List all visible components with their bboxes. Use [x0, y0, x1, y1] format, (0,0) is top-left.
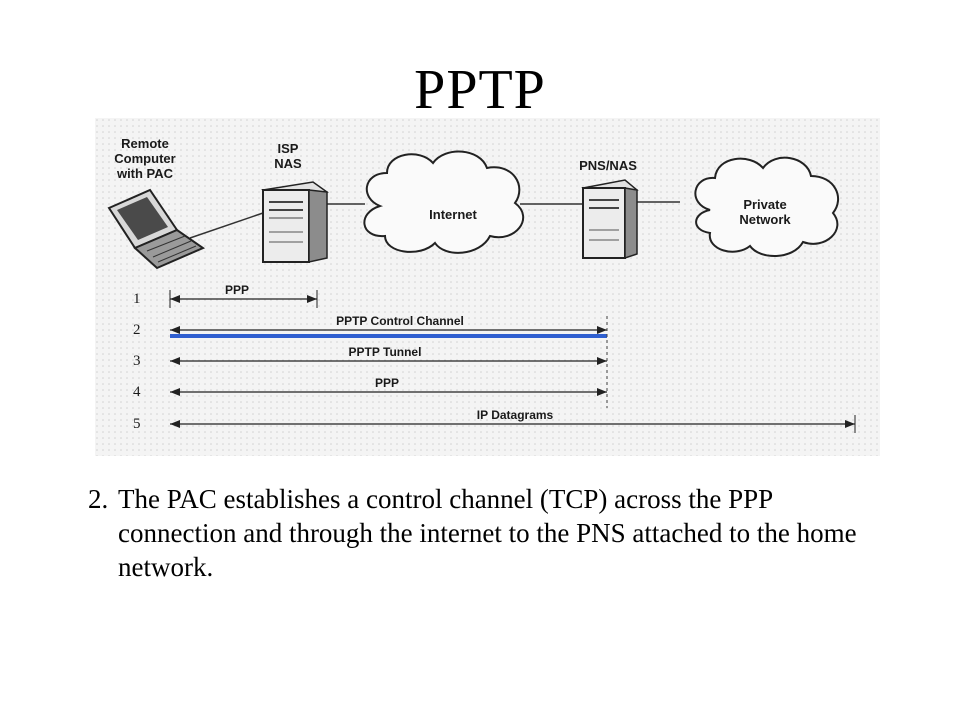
isp-label-line2: NAS: [274, 156, 302, 171]
row-1-number: 1: [133, 291, 141, 307]
row-1-arrowhead-right: [307, 295, 317, 303]
row-5-arrowhead-left: [170, 420, 180, 428]
row-3-label: PPTP Tunnel: [349, 345, 422, 359]
bullet-text: The PAC establishes a control channel (T…: [118, 484, 857, 582]
row-4-arrowhead-left: [170, 388, 180, 396]
private-label-line2: Network: [739, 212, 791, 227]
row-5-label: IP Datagrams: [477, 408, 554, 422]
row-1-arrowhead-left: [170, 295, 180, 303]
row-2-arrowhead-left: [170, 326, 180, 334]
private-network-cloud-icon: [694, 156, 839, 258]
row-3-arrowhead-right: [597, 357, 607, 365]
pptp-network-diagram: Remote Computer with PAC ISP NAS Interne…: [95, 118, 880, 456]
row-2-label: PPTP Control Channel: [336, 314, 464, 328]
row-3-arrowhead-left: [170, 357, 180, 365]
internet-cloud-icon: [363, 150, 525, 254]
row-3-number: 3: [133, 353, 141, 369]
row-5-arrowhead-right: [845, 420, 855, 428]
internet-label: Internet: [429, 207, 477, 222]
bullet-number: 2.: [88, 484, 109, 514]
row-2-arrowhead-right: [597, 326, 607, 334]
remote-label-line2: Computer: [114, 151, 175, 166]
remote-label-line1: Remote: [121, 136, 169, 151]
slide-bullet: 2. The PAC establishes a control channel…: [88, 482, 878, 584]
link-laptop-isp: [189, 212, 264, 239]
remote-label-line3: with PAC: [116, 166, 174, 181]
isp-label-line1: ISP: [278, 141, 299, 156]
row-4-number: 4: [133, 384, 141, 400]
row-2-highlight-bar: [170, 334, 607, 338]
row-4-label: PPP: [375, 376, 399, 390]
pns-nas-server-icon: [581, 179, 639, 260]
diagram-canvas: Remote Computer with PAC ISP NAS Interne…: [95, 118, 880, 456]
row-1-label: PPP: [225, 283, 249, 297]
pns-label: PNS/NAS: [579, 158, 637, 173]
row-4-arrowhead-right: [597, 388, 607, 396]
isp-nas-server-icon: [261, 181, 329, 263]
row-2-number: 2: [133, 322, 141, 338]
laptop-icon: [107, 188, 206, 270]
private-label-line1: Private: [743, 197, 786, 212]
row-5-number: 5: [133, 416, 141, 432]
slide-title: PPTP: [414, 59, 546, 121]
